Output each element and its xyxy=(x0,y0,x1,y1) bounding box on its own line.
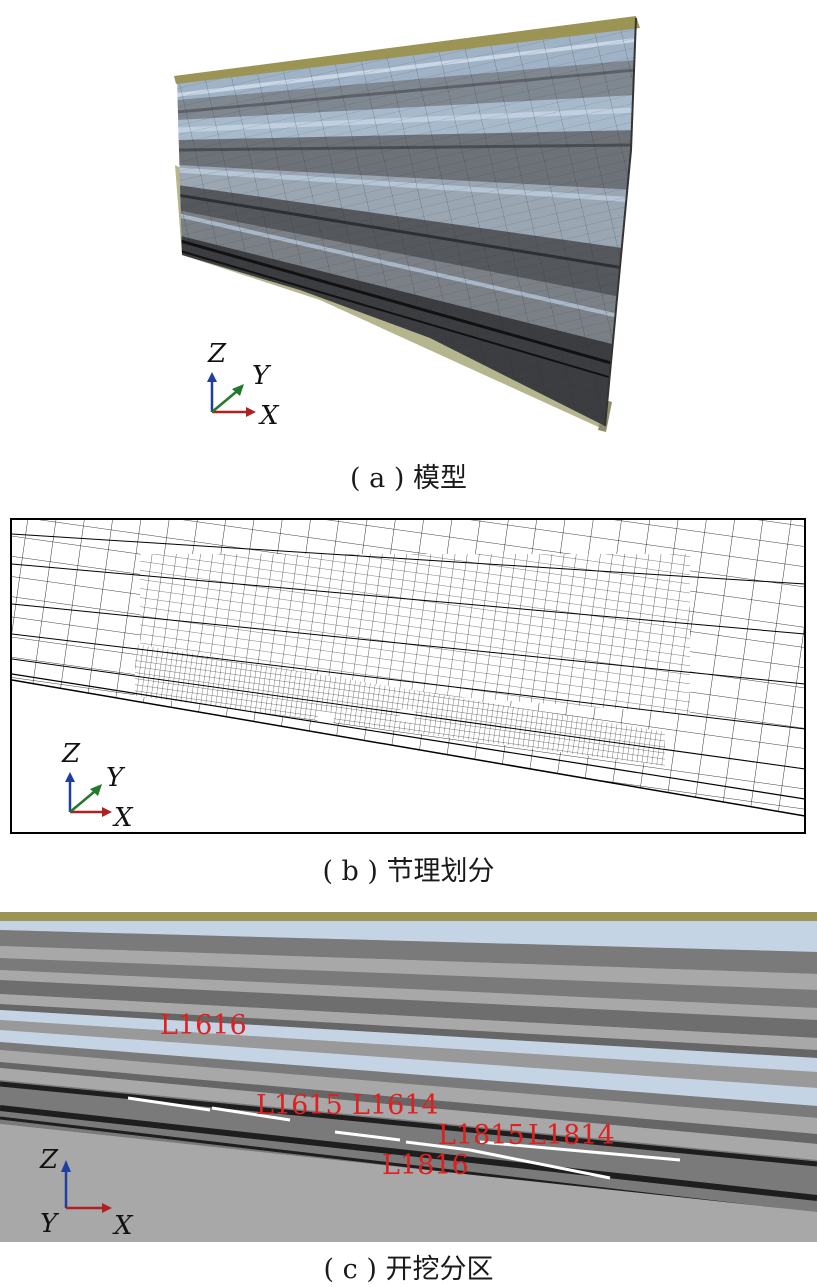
mesh-view: Z Y X xyxy=(10,518,806,834)
axis-x-label: X xyxy=(112,1211,134,1241)
caption-c: ( c ) 开挖分区 xyxy=(323,1254,494,1285)
zone-label-l1615: L1615 xyxy=(256,1090,343,1121)
caption-b: ( b ) 节理划分 xyxy=(322,856,495,887)
axis-triad-b: Z Y X xyxy=(61,739,134,833)
axis-z-label: Z xyxy=(61,739,81,769)
axis-triad-a: Z Y X xyxy=(207,339,280,431)
panel-excavation-zones: L1616 L1615 L1614 L1815 L1814 L1816 Z Y … xyxy=(0,912,817,1242)
panel-joint-division: Z Y X xyxy=(0,514,817,844)
axis-x-label: X xyxy=(112,803,134,833)
model-3d-view: Z Y X xyxy=(174,16,640,432)
excavation-view: L1616 L1615 L1614 L1815 L1814 L1816 Z Y … xyxy=(0,912,817,1242)
zone-label-l1815: L1815 xyxy=(438,1120,525,1151)
axis-y-label: Y xyxy=(252,361,272,391)
axis-y-label: Y xyxy=(40,1209,60,1239)
axis-z-label: Z xyxy=(39,1145,59,1175)
zone-label-l1814: L1814 xyxy=(528,1120,615,1151)
zone-label-l1616: L1616 xyxy=(160,1010,247,1041)
zone-label-l1816: L1816 xyxy=(382,1150,469,1181)
zone-label-l1614: L1614 xyxy=(352,1090,439,1121)
axis-y-label: Y xyxy=(106,763,126,793)
model-ground-surface xyxy=(174,16,640,84)
axis-triad-c: Z Y X xyxy=(39,1145,134,1241)
axis-x-label: X xyxy=(258,401,280,431)
panel-model: Z Y X xyxy=(0,0,817,460)
axis-z-label: Z xyxy=(207,339,227,369)
caption-a: ( a ) 模型 xyxy=(350,463,467,494)
